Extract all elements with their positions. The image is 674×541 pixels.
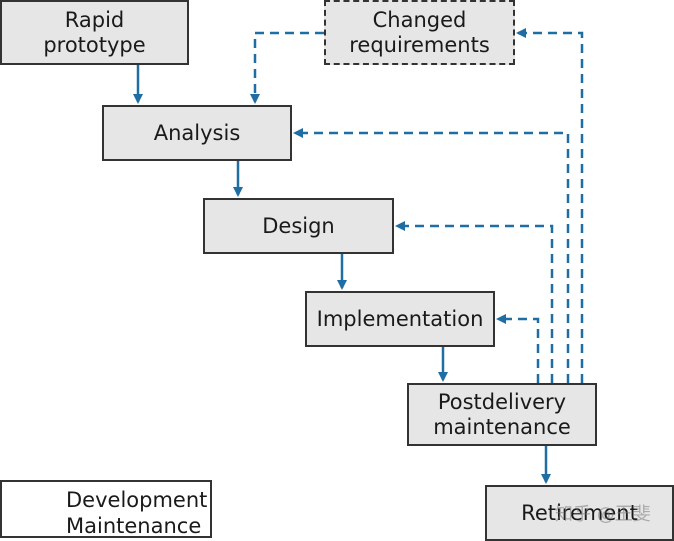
node-implementation: Implementation xyxy=(305,291,495,347)
node-retirement: Retirement xyxy=(485,485,674,541)
node-rapid-prototype: Rapid prototype xyxy=(0,0,189,65)
arrow-post-to-changed xyxy=(516,28,584,383)
node-design: Design xyxy=(203,198,394,254)
legend-maintenance-label: Maintenance xyxy=(66,514,202,538)
arrow-changed-to-analysis xyxy=(250,31,324,104)
node-postdelivery-maintenance: Postdelivery maintenance xyxy=(407,383,597,446)
legend-row-maintenance: Maintenance xyxy=(2,513,210,539)
watermark: 知乎 @王斐 xyxy=(555,504,651,525)
legend-development-label: Development xyxy=(66,488,208,512)
arrow-post-to-analysis xyxy=(293,128,570,383)
node-changed-requirements: Changed requirements xyxy=(324,0,515,65)
arrow-post-to-design xyxy=(395,221,554,383)
legend: Development Maintenance xyxy=(0,480,212,538)
arrow-post-to-implementation xyxy=(496,314,540,383)
legend-row-development: Development xyxy=(2,487,210,513)
node-analysis: Analysis xyxy=(102,105,292,161)
